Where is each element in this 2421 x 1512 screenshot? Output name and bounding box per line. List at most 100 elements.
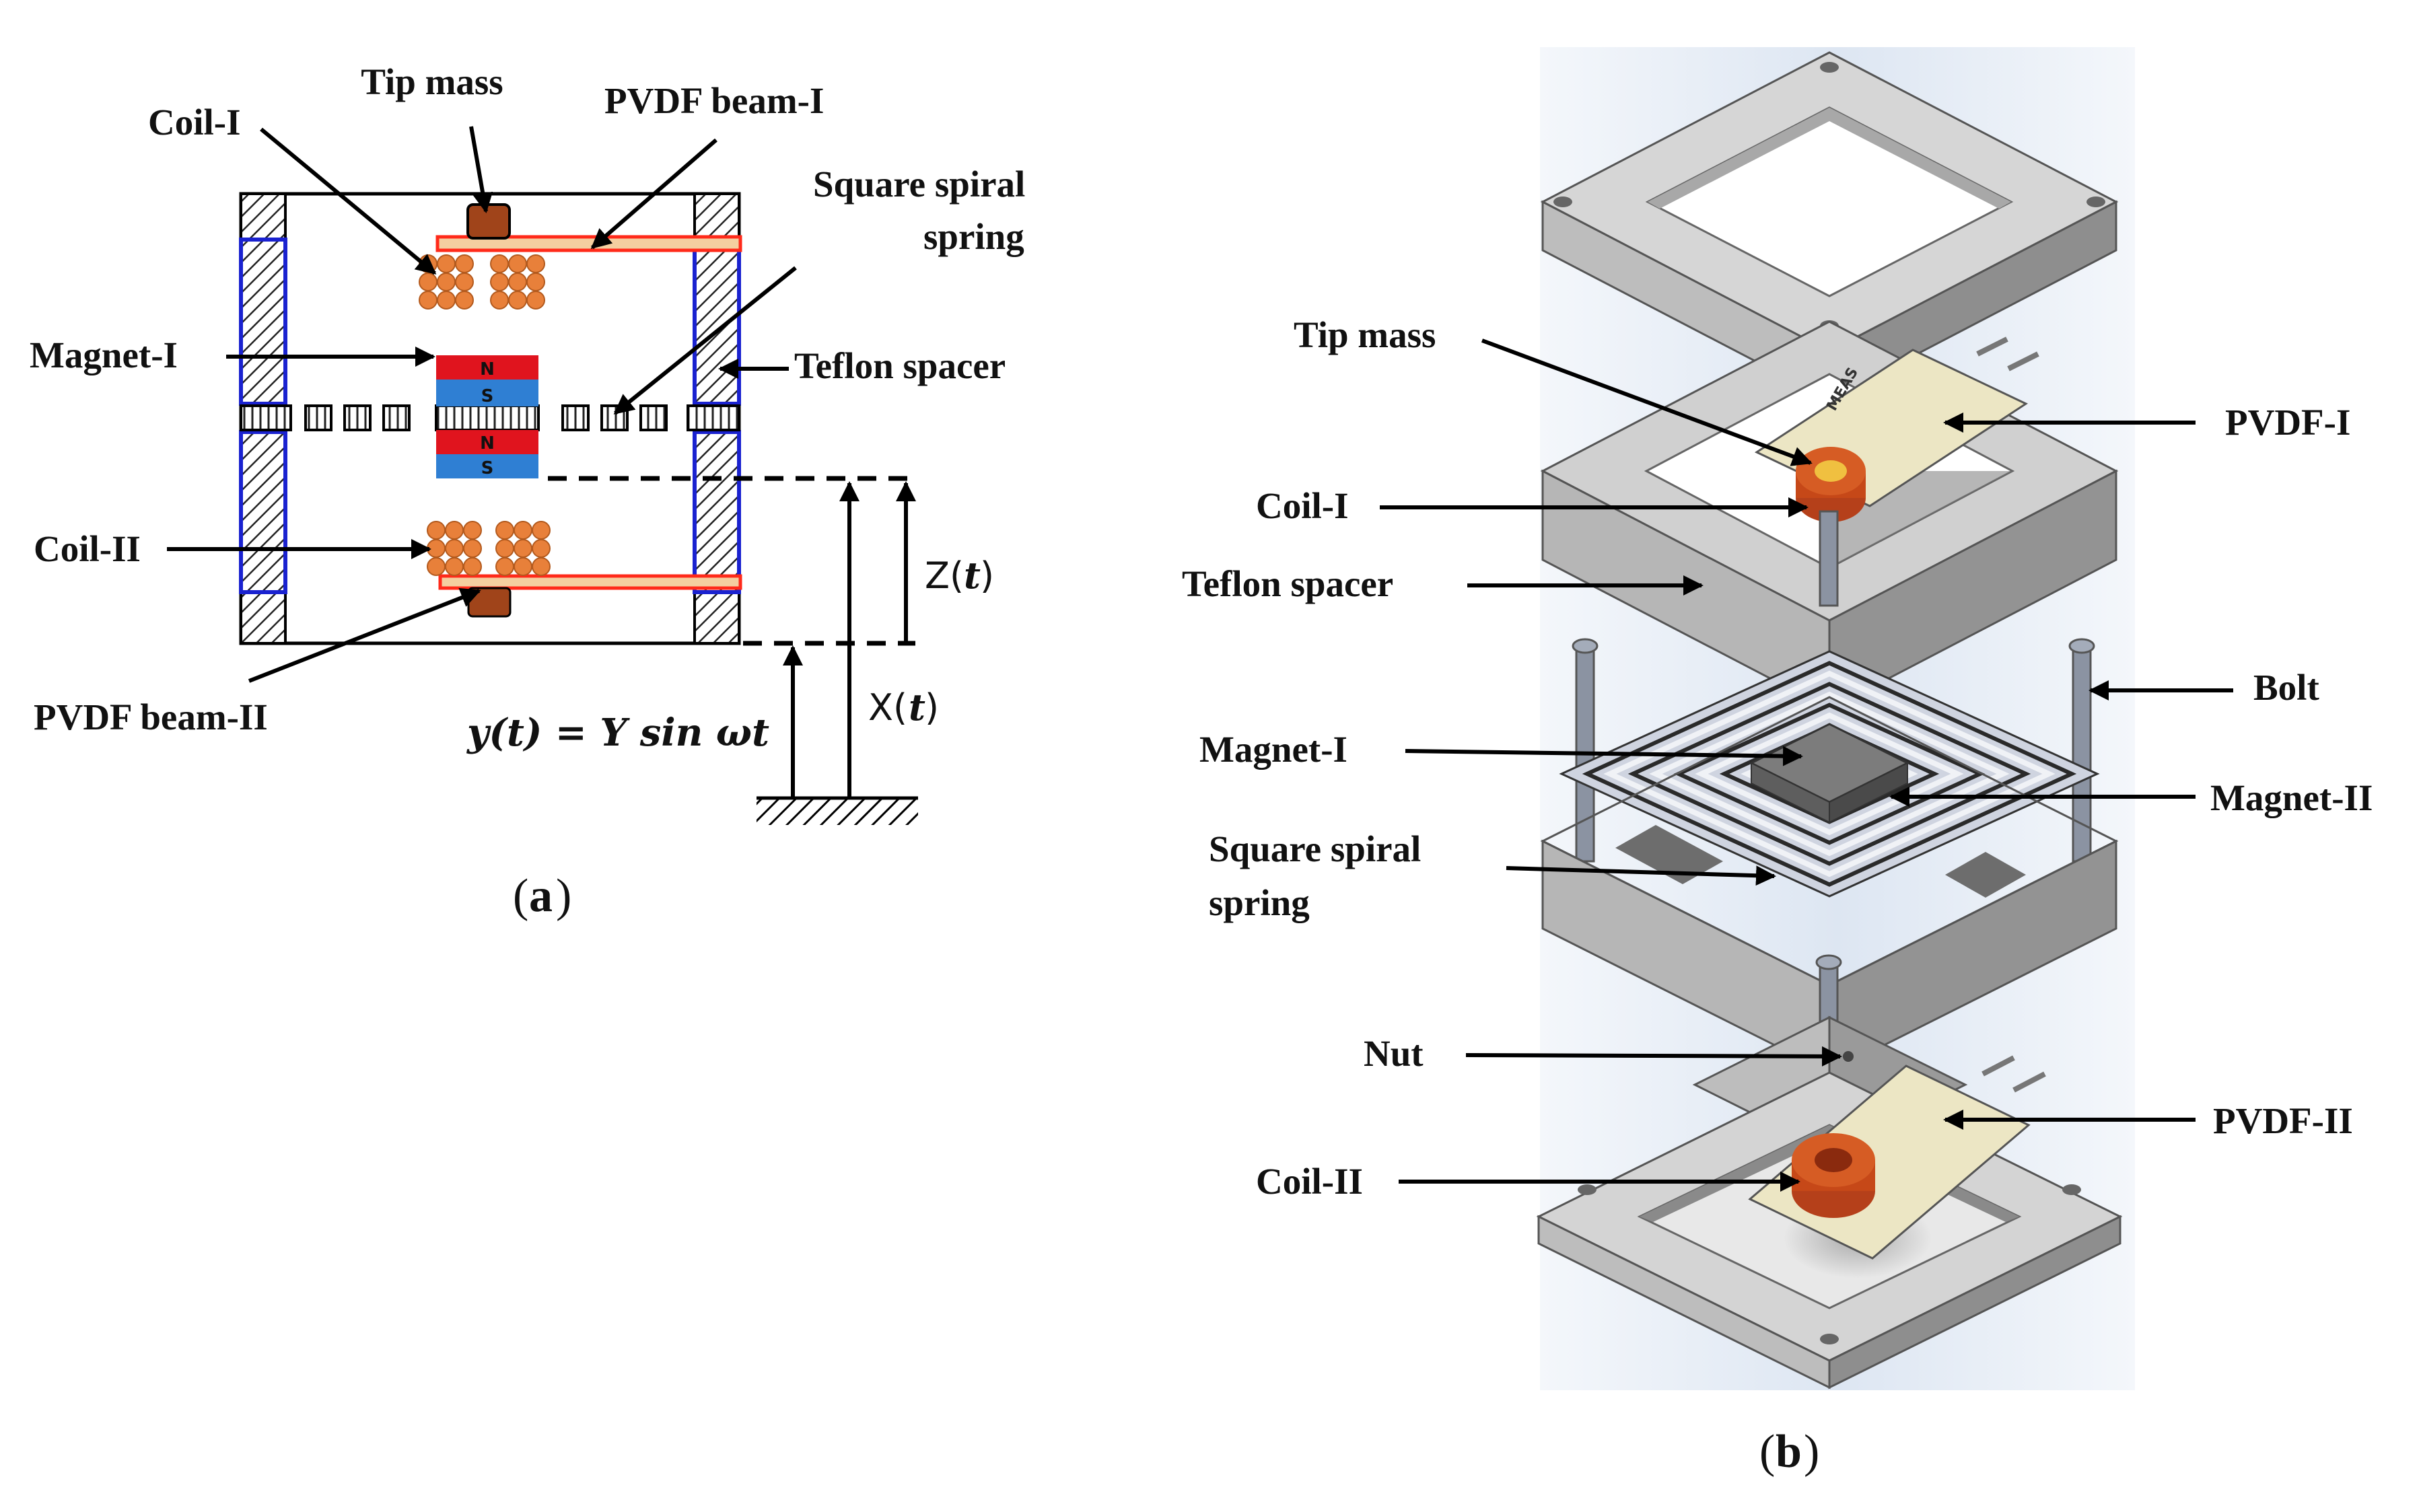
coil-1-left-section: [419, 254, 474, 310]
coil-wire-turn: [495, 539, 514, 558]
coil-wire-turn: [514, 521, 532, 540]
coil-wire-turn: [419, 291, 437, 310]
svg-text:X(: X(: [868, 686, 907, 729]
coil-wire-turn: [437, 291, 456, 310]
pvdf-beam-1: [435, 235, 742, 252]
arrow-spring-a: [613, 266, 797, 415]
coil-wire-turn: [532, 539, 551, 558]
label-coil-2-b: Coil-II: [1256, 1161, 1363, 1202]
caption-b: ( b ): [1759, 1426, 1819, 1478]
panel-b-exploded-view: MEAS: [1182, 47, 2373, 1478]
label-spring-b: spring: [1209, 882, 1310, 923]
ground-symbol: [757, 796, 918, 825]
lower-spacer-box: [1540, 696, 2119, 1075]
label-magnet-1-b: Magnet-I: [1199, 729, 1347, 770]
pole-s-1: S: [481, 386, 494, 406]
coil-wire-turn: [463, 521, 482, 540]
svg-text:): ): [980, 554, 994, 597]
magnet-2-lower: N S: [436, 430, 538, 478]
label-coil-2-a: Coil-II: [34, 528, 141, 569]
coil-wire-turn: [495, 521, 514, 540]
spiral-winding: [1673, 703, 1986, 845]
spiral-winding: [1582, 661, 2077, 887]
label-pvdf-beam-2-a: PVDF beam-II: [34, 696, 268, 737]
svg-text:): ): [1804, 1426, 1819, 1478]
label-x-of-t: X( t ): [868, 686, 939, 729]
label-magnet-1-a: Magnet-I: [30, 334, 178, 375]
coil-wire-turn: [419, 273, 437, 291]
coil-wire-turn: [463, 557, 482, 576]
label-teflon-spacer-a: Teflon spacer: [794, 345, 1006, 386]
coil-wire-turn: [455, 291, 474, 310]
spiral-winding: [1627, 682, 2031, 866]
coil-1-3d: [1796, 447, 1866, 522]
label-spring-a: spring: [923, 216, 1024, 257]
coil-wire-turn: [427, 557, 446, 576]
coil-wire-turn: [427, 539, 446, 558]
coil-2-3d: [1792, 1133, 1875, 1218]
coil-wire-turn: [437, 254, 456, 273]
label-pvdf-2-b: PVDF-II: [2213, 1100, 2353, 1141]
coil-1-right-section: [490, 254, 545, 310]
label-bolt-b: Bolt: [2253, 667, 2319, 708]
arrow-spring-b: [1506, 865, 1776, 886]
label-tip-mass-a: Tip mass: [361, 61, 503, 102]
arrow-pvdf-beam-2-a: [248, 587, 481, 683]
coil-wire-turn: [508, 273, 527, 291]
label-square-spiral-a: Square spiral: [813, 164, 1025, 205]
label-pvdf-1-b: PVDF-I: [2225, 402, 2350, 443]
coil-wire-turn: [495, 557, 514, 576]
arrow-tip-mass-b: [1481, 338, 1813, 466]
bolt-center-upper: [1819, 510, 1839, 607]
coil-wire-turn: [532, 521, 551, 540]
panel-a-schematic: N S N S Tip mass: [30, 61, 1025, 922]
bolt-left: [1572, 638, 1599, 863]
coil-2-right-section: [495, 521, 551, 576]
label-magnet-2-b: Magnet-II: [2210, 777, 2373, 818]
nut-mark: [1843, 1051, 1854, 1062]
coil-wire-turn: [490, 273, 509, 291]
pole-n-2: N: [480, 433, 495, 454]
coil-wire-turn: [455, 254, 474, 273]
magnet-1-upper: N S: [436, 355, 538, 406]
square-spiral-spring-section: [240, 404, 740, 431]
pole-s-2: S: [481, 458, 494, 478]
arrow-pvdf-beam-1-a: [590, 138, 717, 250]
coil-wire-turn: [526, 254, 545, 273]
coil-wire-turn: [463, 539, 482, 558]
svg-text:): ): [925, 686, 939, 729]
coil-wire-turn: [514, 539, 532, 558]
coil-wire-turn: [526, 291, 545, 310]
caption-a: ( a ): [513, 870, 571, 922]
label-square-spiral-b: Square spiral: [1209, 828, 1421, 869]
coil-wire-turn: [508, 254, 527, 273]
tip-mass-1: [466, 203, 511, 240]
label-coil-1-b: Coil-I: [1256, 485, 1349, 526]
label-nut-b: Nut: [1364, 1033, 1424, 1074]
svg-text:(: (: [513, 870, 528, 922]
pole-n-1: N: [480, 359, 495, 380]
svg-text:t: t: [909, 686, 925, 729]
coil-wire-turn: [445, 521, 464, 540]
svg-text:(: (: [1759, 1426, 1775, 1478]
bolt-right: [2068, 638, 2095, 863]
coil-wire-turn: [526, 273, 545, 291]
svg-text:Z(: Z(: [925, 554, 964, 597]
coil-wire-turn: [427, 521, 446, 540]
teflon-spacer-left: [239, 238, 287, 594]
coil-wire-turn: [437, 273, 456, 291]
label-base-excitation: y(t) = Y sin ωt: [466, 711, 769, 755]
pvdf-beam-2: [438, 574, 742, 590]
coil-wire-turn: [490, 291, 509, 310]
coil-wire-turn: [445, 539, 464, 558]
coil-wire-turn: [455, 273, 474, 291]
svg-text:): ): [556, 870, 571, 922]
svg-text:t: t: [964, 554, 981, 597]
top-frame: [1540, 51, 2119, 402]
svg-text:b: b: [1776, 1426, 1802, 1478]
label-z-of-t: Z( t ): [925, 554, 994, 597]
label-tip-mass-b: Tip mass: [1294, 314, 1436, 355]
arrow-nut-b: [1465, 1046, 1842, 1067]
label-coil-1-a: Coil-I: [148, 102, 241, 143]
